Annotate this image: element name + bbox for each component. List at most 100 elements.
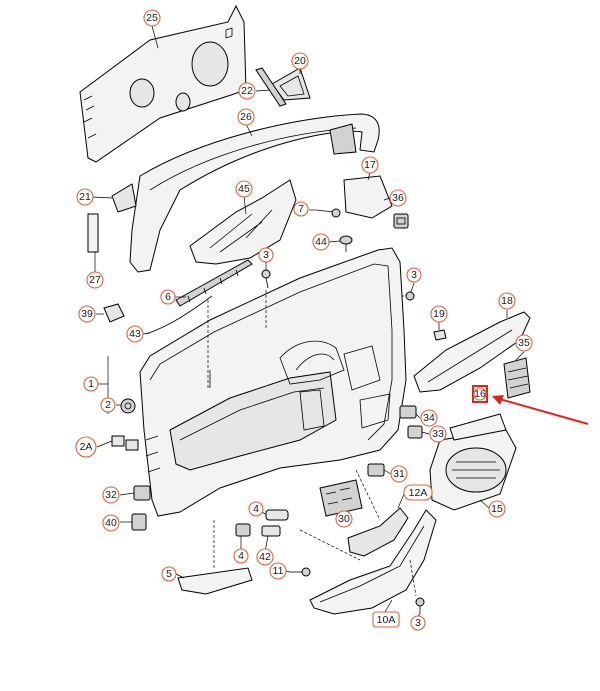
svg-text:17: 17 (364, 159, 376, 171)
svg-text:35: 35 (518, 337, 530, 349)
part-19-clip (433, 329, 447, 341)
svg-text:32: 32 (105, 489, 117, 501)
callout-39: 39 (78, 305, 96, 323)
callout-34: 34 (420, 409, 438, 427)
callout-36: 36 (389, 189, 407, 207)
svg-text:2A: 2A (80, 441, 93, 453)
svg-text:2: 2 (105, 399, 111, 411)
part-4-clip-b (235, 523, 251, 537)
svg-text:39: 39 (81, 308, 93, 320)
part-2-plug (120, 398, 136, 414)
callout-40: 40 (102, 514, 120, 532)
part-32-switch (133, 485, 151, 501)
callout-21: 21 (76, 188, 94, 206)
main-door-trim-panel (139, 247, 407, 517)
part-33-switch (407, 425, 423, 439)
part-31-switch (367, 463, 385, 477)
svg-text:42: 42 (259, 551, 271, 563)
part-16-highlighted (472, 385, 488, 403)
part-15-speaker-grille (429, 413, 517, 511)
svg-text:3: 3 (415, 617, 421, 629)
svg-text:44: 44 (315, 236, 327, 248)
callout-43: 43 (126, 325, 144, 343)
part-45-inner-frame (189, 179, 297, 265)
callout-3-right: 3 (406, 267, 422, 283)
svg-text:6: 6 (165, 291, 171, 303)
red-arrow-pointer (492, 395, 589, 425)
callout-3-lower: 3 (410, 615, 426, 631)
svg-text:26: 26 (240, 111, 252, 123)
callout-10a: 10A (372, 611, 400, 628)
part-43-cable (145, 295, 213, 335)
callout-16: 16 (473, 387, 487, 401)
svg-text:11: 11 (273, 565, 284, 577)
callout-4-upper: 4 (248, 501, 264, 517)
callout-45: 45 (235, 180, 253, 198)
callout-31: 31 (390, 465, 408, 483)
part-22-seal-strip (255, 67, 287, 107)
part-5-lower-trim (177, 567, 253, 595)
part-25-insulation-panel (79, 4, 247, 163)
svg-text:31: 31 (393, 468, 405, 480)
svg-text:34: 34 (423, 412, 435, 424)
svg-text:20: 20 (294, 55, 306, 67)
callout-26: 26 (237, 108, 255, 126)
callout-12a: 12A (403, 484, 433, 501)
part-4-clip-a (265, 509, 289, 521)
leader-lines (91, 25, 525, 617)
callout-30: 30 (335, 510, 353, 528)
callout-11: 11 (269, 562, 287, 580)
part-21-bracket (111, 183, 137, 213)
svg-text:36: 36 (392, 192, 404, 204)
callout-20: 20 (291, 52, 309, 70)
callout-6: 6 (160, 289, 176, 305)
part-44-plug (339, 235, 353, 252)
callout-2a: 2A (75, 436, 97, 458)
part-12a-bracket (347, 507, 409, 557)
svg-text:16: 16 (474, 388, 486, 400)
svg-text:4: 4 (238, 550, 244, 562)
svg-text:1: 1 (88, 378, 94, 390)
callout-35: 35 (515, 334, 533, 352)
svg-text:19: 19 (433, 308, 445, 320)
svg-text:3: 3 (263, 249, 269, 261)
part-26-upper-trim (129, 113, 380, 273)
svg-text:33: 33 (432, 428, 444, 440)
svg-text:21: 21 (79, 191, 91, 203)
callout-2: 2 (100, 397, 116, 413)
svg-text:15: 15 (491, 503, 503, 515)
callout-19: 19 (430, 305, 448, 323)
callout-5: 5 (161, 566, 177, 582)
part-18-armrest-trim (413, 311, 531, 393)
callout-33: 33 (429, 425, 447, 443)
callout-32: 32 (102, 486, 120, 504)
svg-text:43: 43 (129, 328, 141, 340)
svg-text:30: 30 (338, 513, 350, 525)
svg-text:10A: 10A (377, 614, 396, 626)
part-35-switch-block (503, 357, 531, 399)
part-27-strip (87, 213, 99, 253)
part-42-clip (261, 525, 281, 537)
callout-25: 25 (143, 9, 161, 27)
part-30-window-switch-pack (319, 479, 363, 517)
callout-15: 15 (488, 500, 506, 518)
svg-text:27: 27 (89, 274, 101, 286)
part-36-clip (393, 213, 409, 229)
svg-text:3: 3 (411, 269, 417, 281)
svg-text:5: 5 (166, 568, 172, 580)
callout-3-upper: 3 (258, 247, 274, 263)
part-3-screw-c (415, 597, 425, 614)
part-7-screw (315, 208, 341, 218)
svg-text:40: 40 (105, 517, 117, 529)
callout-27: 27 (86, 271, 104, 289)
svg-text:12A: 12A (409, 487, 428, 499)
callout-7: 7 (293, 201, 309, 217)
part-11-screw (290, 567, 311, 577)
svg-text:7: 7 (298, 203, 304, 215)
part-10a-armrest (309, 509, 437, 615)
svg-text:25: 25 (146, 12, 158, 24)
part-3-screw-a (261, 269, 271, 289)
part-39-clip (103, 303, 125, 323)
part-34-switch (399, 405, 417, 419)
